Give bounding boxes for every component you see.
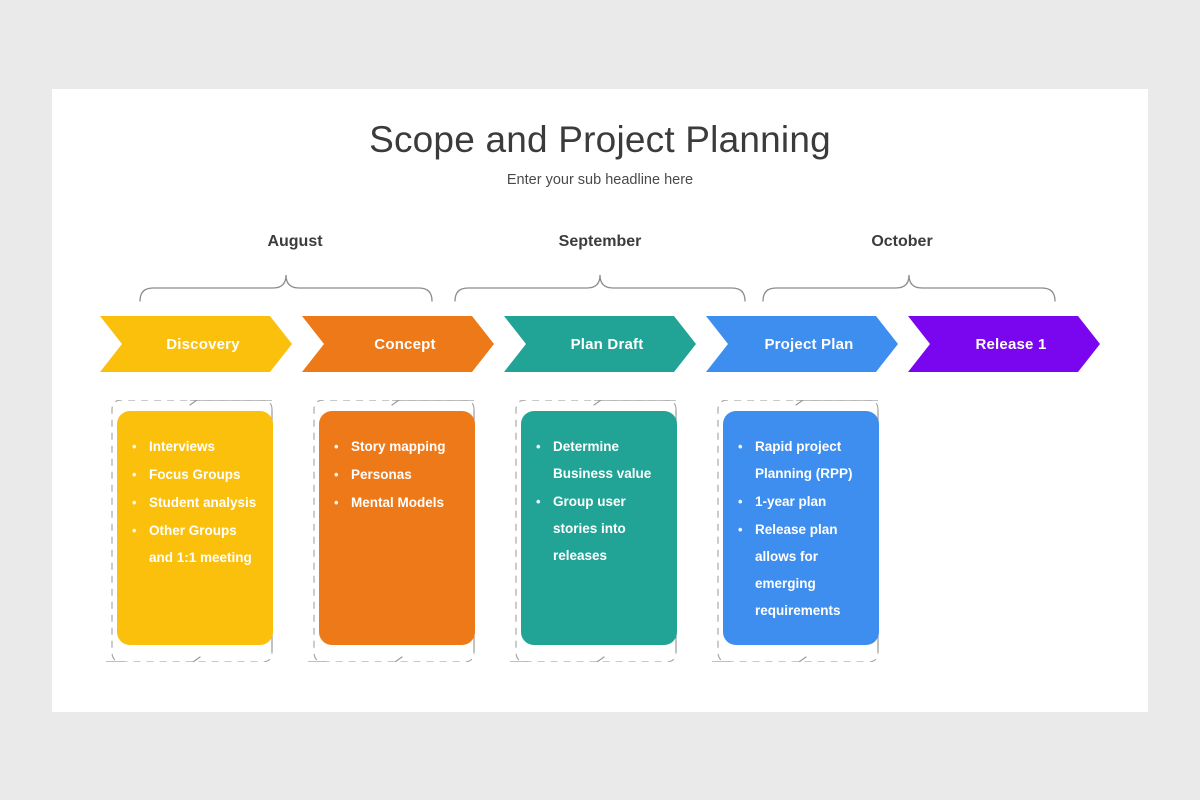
phase-chevron-label: Release 1 [975, 335, 1047, 353]
phase-chevron-row: Discovery Concept Plan Draft Project Pla… [52, 316, 1148, 372]
page-title: Scope and Project Planning [369, 119, 831, 160]
phase-chevron-label: Discovery [166, 335, 240, 353]
slide-canvas: Scope and Project Planning Enter your su… [52, 89, 1148, 712]
list-item: Other Groups and 1:1 meeting [129, 517, 261, 571]
phase-card-body: Determine Business value Group user stor… [521, 411, 677, 645]
phase-card-body: Interviews Focus Groups Student analysis… [117, 411, 273, 645]
phase-card-project-plan[interactable]: Rapid project Planning (RPP) 1-year plan… [712, 400, 890, 662]
phase-item-list: Interviews Focus Groups Student analysis… [129, 433, 261, 571]
phase-chevron-label: Concept [374, 335, 436, 353]
phase-card-body: Rapid project Planning (RPP) 1-year plan… [723, 411, 879, 645]
list-item: Release plan allows for emerging require… [735, 516, 867, 624]
phase-chevron-label: Plan Draft [570, 335, 644, 353]
phase-card-concept[interactable]: Story mapping Personas Mental Models [308, 400, 486, 662]
month-label-september: September [558, 233, 642, 250]
month-label-august: August [267, 233, 323, 250]
list-item: Interviews [129, 433, 261, 460]
list-item: 1-year plan [735, 488, 867, 515]
phase-card-discovery[interactable]: Interviews Focus Groups Student analysis… [106, 400, 284, 662]
phase-chevron-release-1[interactable]: Release 1 [908, 316, 1100, 372]
phase-item-list: Determine Business value Group user stor… [533, 433, 665, 569]
list-item: Story mapping [331, 433, 463, 460]
phase-card-body: Story mapping Personas Mental Models [319, 411, 475, 645]
list-item: Focus Groups [129, 461, 261, 488]
phase-card-plan-draft[interactable]: Determine Business value Group user stor… [510, 400, 688, 662]
phase-chevron-project-plan[interactable]: Project Plan [706, 316, 898, 372]
page-subtitle: Enter your sub headline here [506, 172, 694, 188]
list-item: Group user stories into releases [533, 488, 665, 569]
phase-chevron-concept[interactable]: Concept [302, 316, 494, 372]
phase-item-list: Story mapping Personas Mental Models [331, 433, 463, 516]
list-item: Determine Business value [533, 433, 665, 487]
phase-chevron-plan-draft[interactable]: Plan Draft [504, 316, 696, 372]
phase-item-list: Rapid project Planning (RPP) 1-year plan… [735, 433, 867, 624]
phase-chevron-label: Project Plan [764, 335, 854, 353]
month-label-october: October [871, 233, 933, 250]
phase-chevron-discovery[interactable]: Discovery [100, 316, 292, 372]
list-item: Mental Models [331, 489, 463, 516]
list-item: Personas [331, 461, 463, 488]
list-item: Rapid project Planning (RPP) [735, 433, 867, 487]
list-item: Student analysis [129, 489, 261, 516]
